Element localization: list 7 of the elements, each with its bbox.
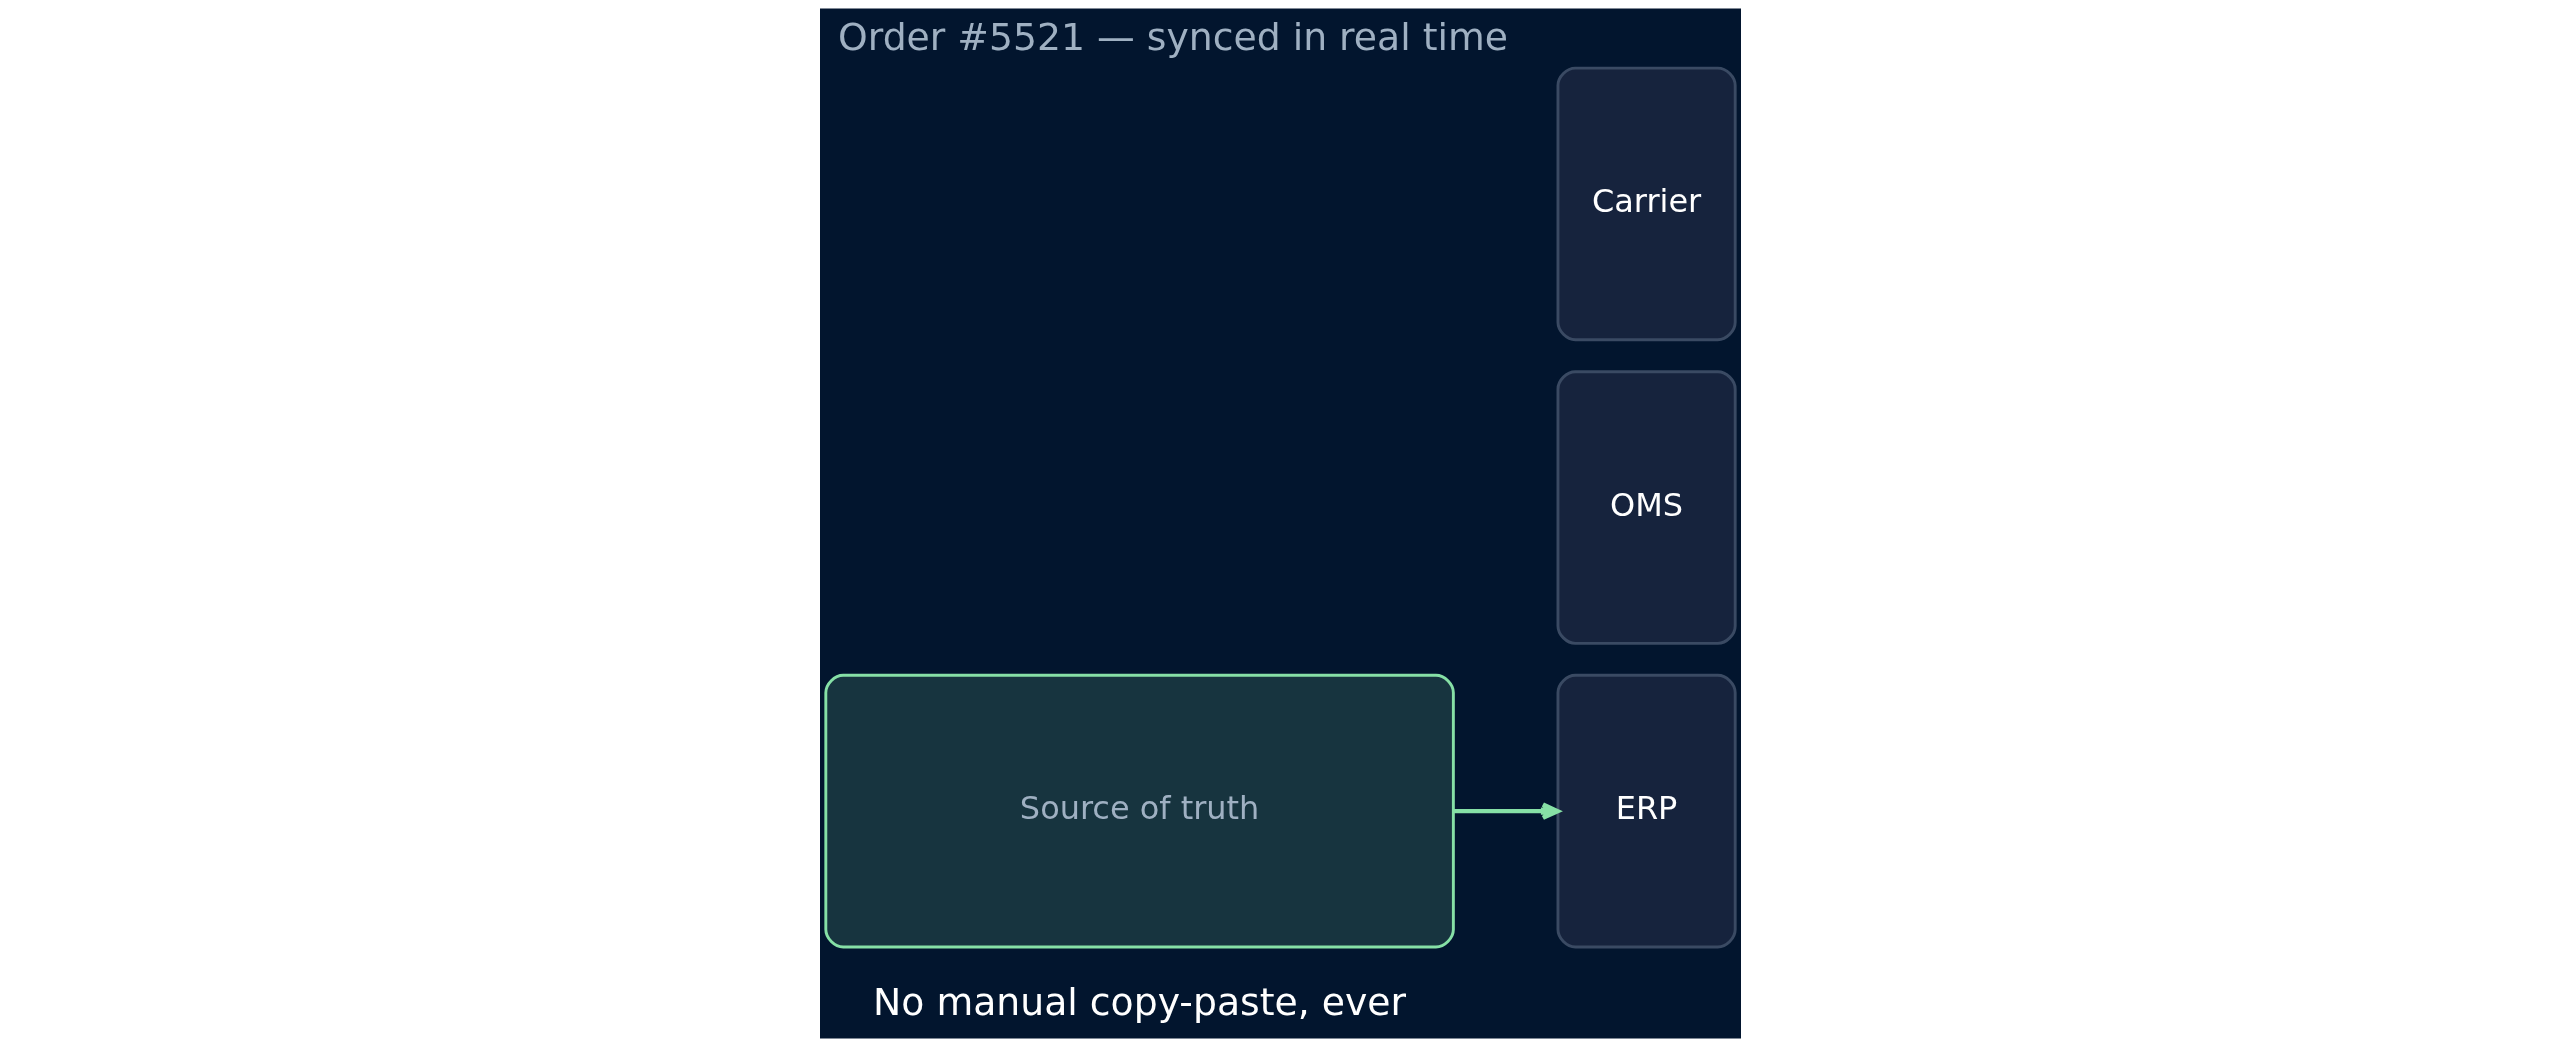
node-box: Carrier [1556, 66, 1737, 342]
diagram-title: Order #5521 — synced in real time [837, 15, 1508, 60]
node-box: ERP [1556, 673, 1737, 949]
caption: No manual copy-paste, ever [872, 979, 1406, 1024]
node-box: OMS [1556, 370, 1737, 645]
arrow [1453, 802, 1560, 820]
node-box: Source of truth [823, 673, 1455, 949]
